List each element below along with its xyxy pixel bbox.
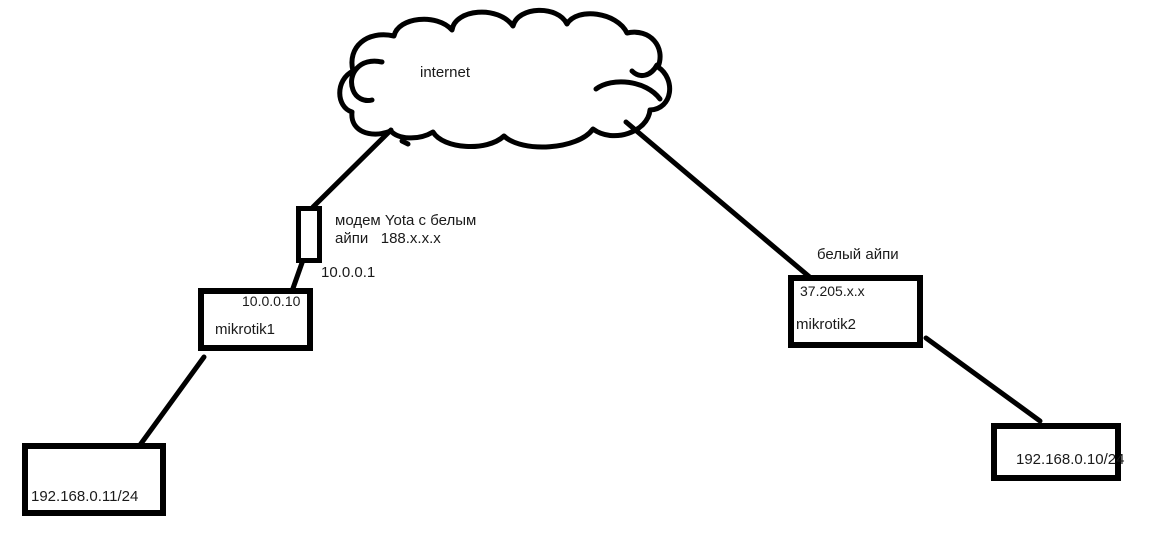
lan2-network-label: 192.168.0.10/24 [1016, 451, 1125, 468]
mikrotik1-box [198, 288, 313, 351]
modem-box [296, 206, 322, 263]
modem-description-line2: айпи 188.x.x.x [335, 230, 441, 247]
cloud-inner-curl-left [349, 58, 385, 103]
stray-ink-dot [399, 138, 411, 147]
mikrotik1-name-label: mikrotik1 [215, 321, 276, 338]
link-mikrotik1-to-lan1 [137, 354, 207, 448]
lan2-box [991, 423, 1121, 481]
internet-cloud-icon [337, 7, 673, 150]
link-cloud-to-modem [310, 127, 394, 210]
cloud-inner-curl-top-right [629, 62, 660, 79]
mikrotik2-box [788, 275, 923, 348]
modem-description-line1: модем Yota с белым [335, 212, 477, 229]
cloud-inner-curl-bottom-right [593, 79, 663, 102]
link-cloud-to-mikrotik2 [623, 119, 815, 282]
lan1-network-label: 192.168.0.11/24 [31, 488, 139, 505]
lan1-box [22, 443, 166, 516]
mikrotik1-wan-ip-label: 10.0.0.10 [242, 293, 301, 309]
link-mikrotik2-to-lan2 [923, 335, 1043, 424]
mikrotik2-wan-ip-label: 37.205.x.x [800, 283, 865, 299]
internet-label: internet [420, 64, 471, 81]
mikrotik2-note-label: белый айпи [817, 246, 899, 263]
modem-lan-ip-label: 10.0.0.1 [321, 264, 376, 281]
mikrotik2-name-label: mikrotik2 [796, 316, 857, 333]
